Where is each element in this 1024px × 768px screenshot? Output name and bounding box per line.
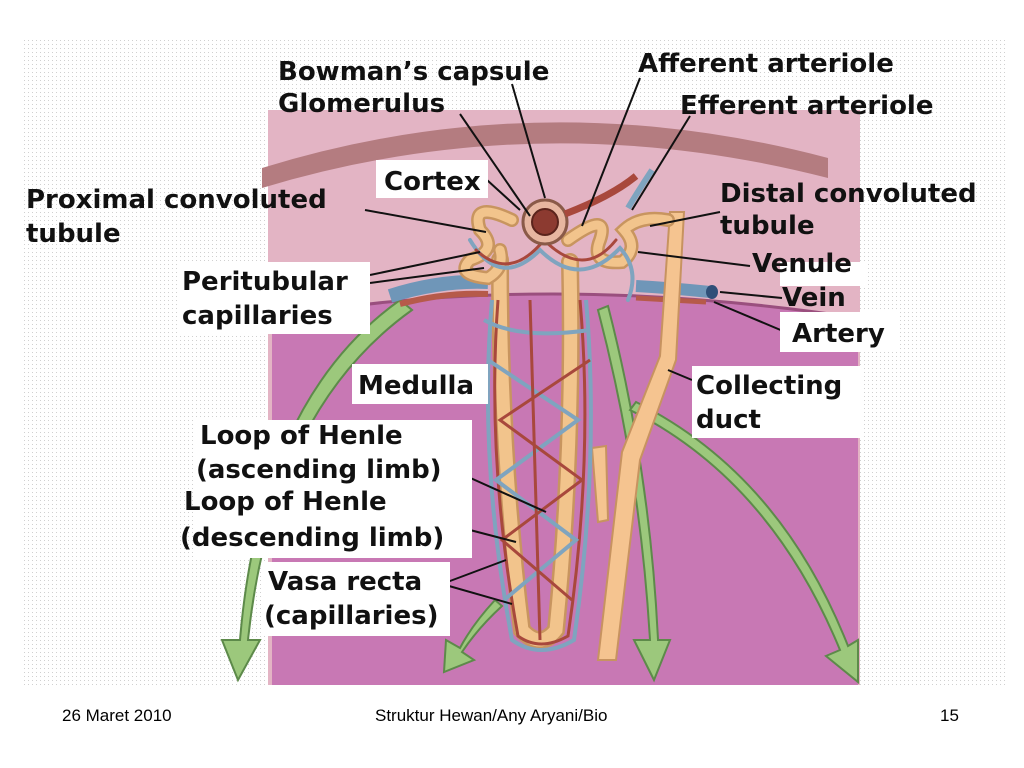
label-bowmans-capsule: Bowman’s capsule bbox=[278, 57, 549, 87]
label-artery: Artery bbox=[792, 319, 885, 349]
flow-arrow-center bbox=[596, 304, 672, 683]
label-backgrounds bbox=[180, 160, 900, 636]
label-vein: Vein bbox=[782, 283, 846, 313]
footer-title: Struktur Hewan/Any Aryani/Bio bbox=[375, 706, 608, 725]
efferent-arteriole-vessel bbox=[625, 168, 655, 210]
vein-end bbox=[706, 285, 718, 299]
label-efferent-arteriole: Efferent arteriole bbox=[680, 91, 933, 121]
vessel-left-red bbox=[399, 290, 489, 307]
vasa-recta bbox=[483, 299, 593, 652]
label-peritubular-line2: capillaries bbox=[182, 301, 333, 331]
label-vasa-line1: Vasa recta bbox=[268, 567, 422, 597]
collecting-ducts bbox=[590, 211, 686, 661]
footer-date: 26 Maret 2010 bbox=[62, 706, 172, 725]
label-peritubular-line1: Peritubular bbox=[182, 267, 348, 297]
label-afferent-arteriole: Afferent arteriole bbox=[638, 49, 894, 79]
glomerulus bbox=[531, 208, 559, 236]
flow-arrows bbox=[220, 298, 859, 685]
diagram-labels: Bowman’s capsule Glomerulus Afferent art… bbox=[26, 49, 977, 631]
label-henle-asc-line1: Loop of Henle bbox=[200, 421, 403, 451]
label-glomerulus: Glomerulus bbox=[278, 89, 445, 119]
label-cortex: Cortex bbox=[384, 167, 481, 197]
leader-lines bbox=[364, 77, 791, 605]
collecting-duct-main bbox=[596, 211, 686, 661]
flow-arrow-center-left bbox=[442, 598, 504, 674]
flow-arrow-right bbox=[628, 400, 859, 685]
label-proximal-line1: Proximal convoluted bbox=[26, 185, 327, 215]
label-collecting-line2: duct bbox=[696, 405, 761, 435]
label-distal-line1: Distal convoluted bbox=[720, 179, 977, 209]
collecting-duct-branch bbox=[590, 444, 610, 524]
label-henle-desc-line1: Loop of Henle bbox=[184, 487, 387, 517]
label-medulla: Medulla bbox=[358, 371, 474, 401]
afferent-arteriole-vessel bbox=[563, 173, 639, 218]
page-number: 15 bbox=[940, 706, 959, 725]
label-venule: Venule bbox=[752, 249, 852, 279]
label-henle-desc-line2: (descending limb) bbox=[180, 523, 444, 553]
peritubular-capillary-blue bbox=[468, 238, 635, 302]
label-proximal-line2: tubule bbox=[26, 219, 121, 249]
label-distal-line2: tubule bbox=[720, 211, 815, 241]
label-vasa-line2: (capillaries) bbox=[264, 601, 438, 631]
cortex-band bbox=[262, 122, 828, 188]
label-collecting-line1: Collecting bbox=[696, 371, 842, 401]
label-henle-asc-line2: (ascending limb) bbox=[196, 455, 442, 485]
flow-arrow-left bbox=[220, 298, 414, 683]
